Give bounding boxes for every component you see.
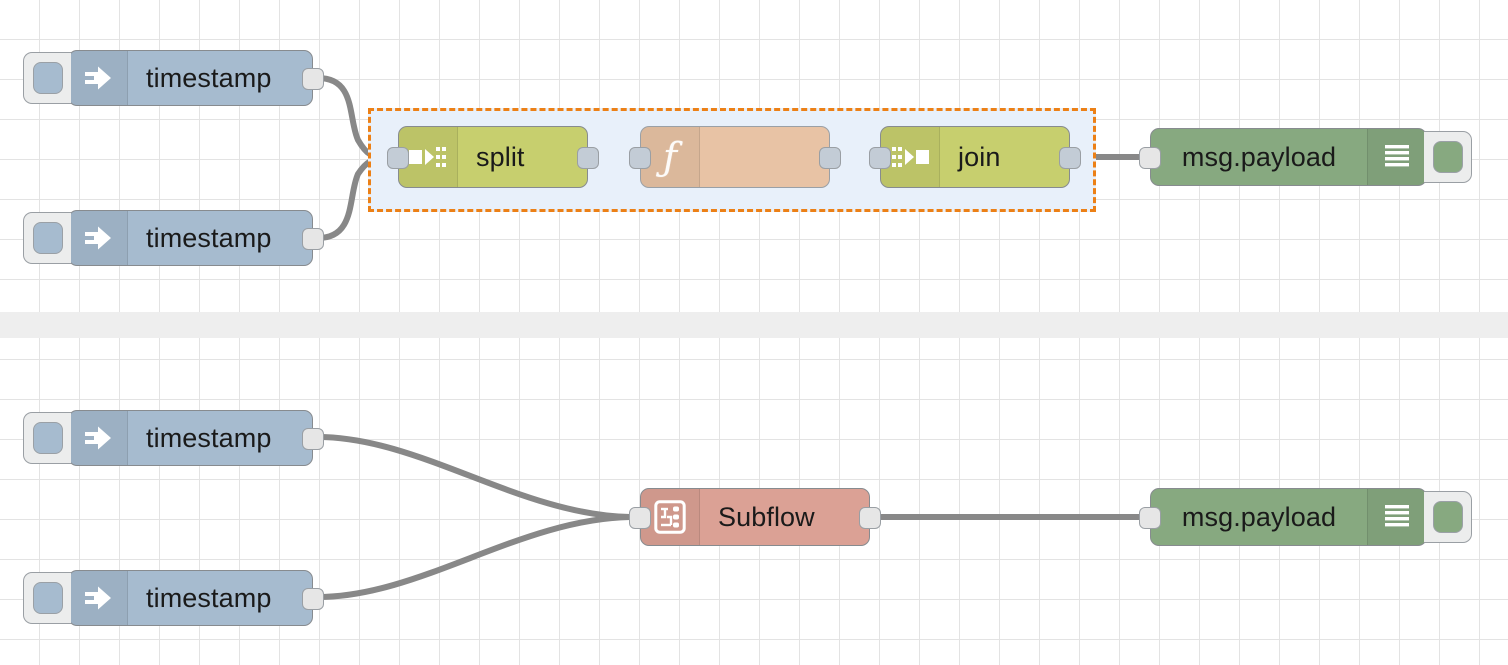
node-inject-timestamp-2[interactable]: timestamp xyxy=(23,210,324,266)
debug-lines-icon xyxy=(1367,489,1426,545)
inject-button-inner-icon xyxy=(32,422,63,454)
input-port[interactable] xyxy=(629,147,651,169)
wire-inject4-subflow xyxy=(315,514,633,600)
function-label xyxy=(700,127,829,187)
inject-label-1: timestamp xyxy=(146,62,272,93)
function-glyph: ƒ xyxy=(662,135,678,179)
node-join[interactable]: join xyxy=(869,126,1081,188)
node-subflow[interactable]: Subflow xyxy=(629,488,881,546)
join-label: join xyxy=(958,141,1001,172)
output-port[interactable] xyxy=(819,147,841,169)
subflow-label: Subflow xyxy=(718,501,815,532)
node-split[interactable]: split xyxy=(387,126,599,188)
join-icon xyxy=(881,127,940,187)
arrow-right-icon xyxy=(69,211,128,265)
output-port[interactable] xyxy=(302,68,324,90)
input-port[interactable] xyxy=(629,507,651,529)
output-port[interactable] xyxy=(302,228,324,250)
function-f-icon: ƒ xyxy=(641,127,700,187)
inject-trigger-button-4[interactable] xyxy=(23,572,71,624)
debug-label-2: msg.payload xyxy=(1181,501,1337,532)
debug-button-inner-icon xyxy=(1432,501,1463,533)
wire-inject3-subflow xyxy=(315,434,633,520)
input-port[interactable] xyxy=(1139,147,1161,169)
node-inject-timestamp-3[interactable]: timestamp xyxy=(23,410,324,466)
arrow-right-icon xyxy=(69,411,128,465)
output-port[interactable] xyxy=(577,147,599,169)
node-function[interactable]: ƒ xyxy=(629,126,841,188)
inject-trigger-button-2[interactable] xyxy=(23,212,71,264)
input-port[interactable] xyxy=(869,147,891,169)
node-debug-1[interactable]: msg.payload xyxy=(1139,128,1472,186)
arrow-right-icon xyxy=(69,571,128,625)
debug-toggle-button-1[interactable] xyxy=(1424,131,1472,183)
inject-button-inner-icon xyxy=(32,582,63,614)
output-port[interactable] xyxy=(302,428,324,450)
inject-label-4: timestamp xyxy=(146,582,272,613)
inject-label-2: timestamp xyxy=(146,222,272,253)
node-debug-2[interactable]: msg.payload xyxy=(1139,488,1472,546)
inject-button-inner-icon xyxy=(32,222,63,254)
arrow-right-icon xyxy=(69,51,128,105)
inject-trigger-button-3[interactable] xyxy=(23,412,71,464)
split-label: split xyxy=(476,141,525,172)
node-inject-timestamp-1[interactable]: timestamp xyxy=(23,50,324,106)
debug-button-inner-icon xyxy=(1432,141,1463,173)
output-port[interactable] xyxy=(1059,147,1081,169)
inject-label-3: timestamp xyxy=(146,422,272,453)
input-port[interactable] xyxy=(1139,507,1161,529)
inject-button-inner-icon xyxy=(32,62,63,94)
output-port[interactable] xyxy=(859,507,881,529)
debug-lines-icon xyxy=(1367,129,1426,185)
debug-toggle-button-2[interactable] xyxy=(1424,491,1472,543)
node-inject-timestamp-4[interactable]: timestamp xyxy=(23,570,324,626)
debug-label-1: msg.payload xyxy=(1181,141,1337,172)
input-port[interactable] xyxy=(387,147,409,169)
inject-trigger-button-1[interactable] xyxy=(23,52,71,104)
output-port[interactable] xyxy=(302,588,324,610)
flow-divider-band xyxy=(0,312,1508,338)
